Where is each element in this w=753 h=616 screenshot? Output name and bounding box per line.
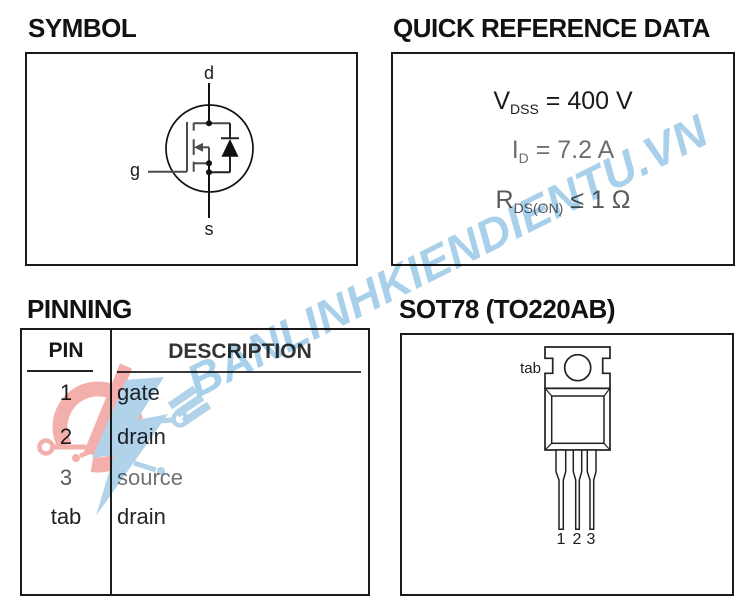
pinning-table: PIN DESCRIPTION 1 gate 2 drain 3 source … bbox=[20, 328, 370, 596]
source-terminal-label: s bbox=[205, 219, 214, 239]
quick-reference-heading: QUICK REFERENCE DATA bbox=[393, 13, 710, 43]
id-rating: ID = 7.2 A bbox=[393, 136, 733, 172]
table-row-pin: 1 bbox=[59, 380, 73, 405]
table-row-pin: 2 bbox=[59, 424, 73, 449]
rdson-rating: RDS(ON) ≤ 1 Ω bbox=[393, 186, 733, 222]
substrate-arrow-icon bbox=[194, 142, 203, 152]
mosfet-symbol-drawing: d g s bbox=[130, 63, 254, 239]
vdss-symbol: V bbox=[493, 87, 511, 115]
package-outline-box: tab 1 2 3 bbox=[400, 333, 734, 596]
symbol-heading: SYMBOL bbox=[28, 13, 137, 43]
vdss-subscript: DSS bbox=[510, 101, 539, 117]
header-underline-description bbox=[117, 371, 361, 373]
mounting-hole-icon bbox=[563, 353, 592, 382]
vdss-value: = 400 V bbox=[538, 87, 633, 115]
id-symbol: I bbox=[511, 136, 519, 164]
column-header-pin: PIN bbox=[48, 339, 84, 362]
pin1-label: 1 bbox=[557, 531, 566, 548]
to220-package-drawing: tab 1 2 3 bbox=[520, 346, 611, 548]
drain-terminal-label: d bbox=[204, 63, 214, 83]
header-underline-pin bbox=[27, 370, 93, 372]
package-body bbox=[544, 387, 611, 451]
pin3-label: 3 bbox=[587, 531, 596, 548]
body-diode bbox=[209, 122, 239, 174]
junction-dots bbox=[206, 120, 212, 176]
gate-channel-structure bbox=[148, 122, 229, 173]
symbol-box: d g s bbox=[25, 52, 358, 266]
diode-triangle-icon bbox=[221, 139, 239, 157]
table-row-desc: drain bbox=[117, 504, 166, 529]
gate-terminal-label: g bbox=[130, 160, 140, 180]
package-legs bbox=[555, 449, 597, 531]
rdson-symbol: R bbox=[495, 186, 514, 214]
table-row-desc: source bbox=[117, 465, 184, 490]
table-row-desc: drain bbox=[117, 424, 166, 449]
id-subscript: D bbox=[518, 150, 529, 166]
column-header-description: DESCRIPTION bbox=[168, 340, 312, 363]
quick-reference-box: VDSS = 400 V ID = 7.2 A RDS(ON) ≤ 1 Ω bbox=[391, 52, 735, 266]
tab-label: tab bbox=[520, 360, 541, 377]
id-value: = 7.2 A bbox=[528, 136, 615, 164]
table-row-desc: gate bbox=[117, 380, 160, 405]
pin2-label: 2 bbox=[573, 531, 582, 548]
rdson-subscript: DS(ON) bbox=[513, 200, 564, 216]
table-column-divider bbox=[110, 330, 112, 594]
table-row-pin: tab bbox=[50, 504, 82, 529]
rdson-value: ≤ 1 Ω bbox=[563, 186, 631, 214]
table-row-pin: 3 bbox=[59, 465, 73, 490]
vdss-rating: VDSS = 400 V bbox=[393, 87, 733, 123]
package-heading: SOT78 (TO220AB) bbox=[399, 294, 615, 324]
pinning-heading: PINNING bbox=[27, 294, 132, 324]
